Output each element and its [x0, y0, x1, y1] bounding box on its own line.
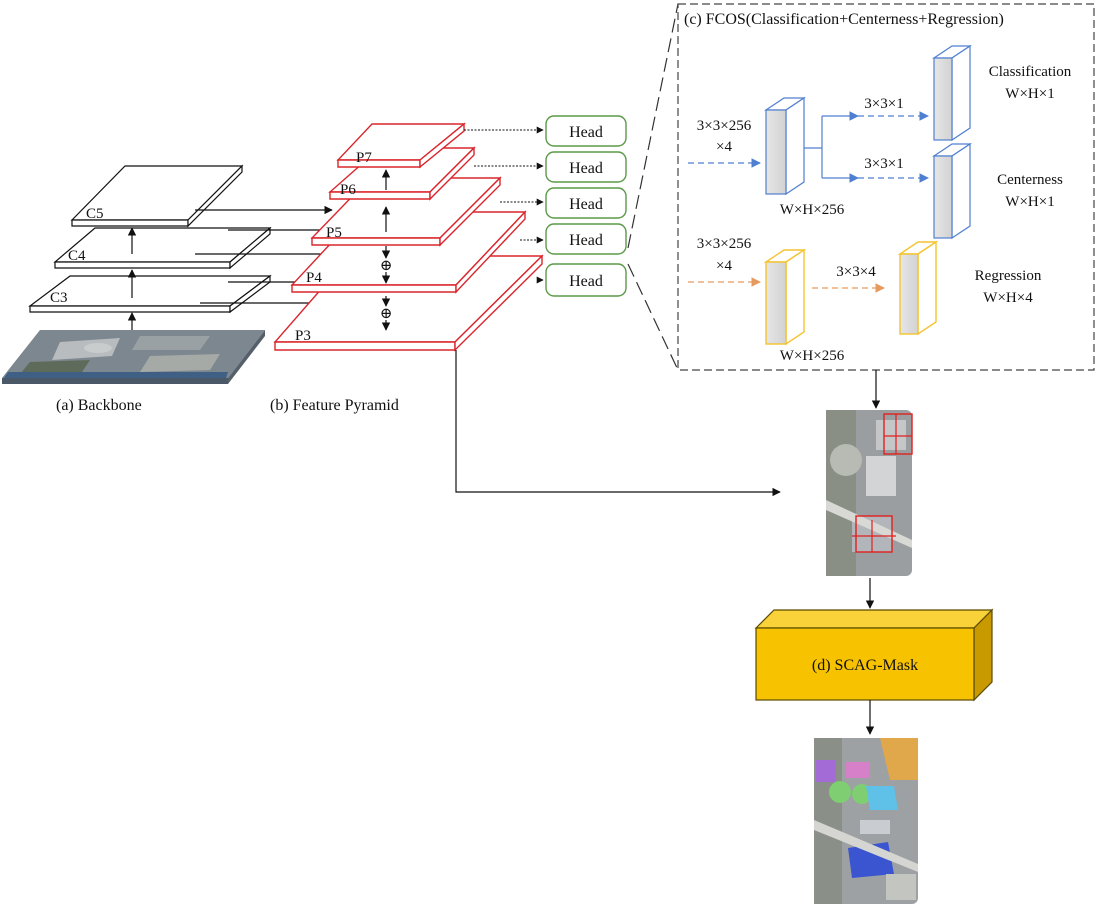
regression-dim: W×H×4	[983, 290, 1033, 306]
arrow-p3-to-detection	[455, 350, 781, 497]
heads: Head Head Head Head Head	[545, 115, 627, 297]
head-box-p7: Head	[545, 115, 627, 147]
svg-text:Head: Head	[569, 232, 603, 249]
p7-label: P7	[356, 150, 372, 166]
centerness-cube	[932, 142, 972, 240]
centerness-dim: W×H×1	[1005, 194, 1054, 210]
classification-name: Classification	[989, 64, 1072, 80]
centerness-name: Centerness	[997, 172, 1063, 188]
svg-text:Head: Head	[569, 273, 603, 290]
regression-name: Regression	[975, 268, 1042, 284]
backbone-layer-c5: C5	[70, 164, 244, 228]
svg-text:Head: Head	[569, 196, 603, 213]
backbone-caption: (a) Backbone	[56, 397, 142, 414]
branch-lines	[804, 111, 929, 183]
classification-dim: W×H×1	[1005, 86, 1054, 102]
detection-result-image	[826, 410, 913, 576]
p4-label: P4	[306, 270, 322, 286]
feature-top-dim: W×H×256	[780, 202, 845, 218]
merge-symbol-p3: ⊕	[380, 306, 393, 322]
conv-ctr-label: 3×3×1	[864, 156, 903, 172]
head-box-p5: Head	[545, 187, 627, 219]
backbone-layer-c4: C4	[53, 226, 272, 270]
pyramid-to-head-connections	[464, 126, 544, 284]
fcos-input-top-line1: 3×3×256	[697, 118, 752, 134]
svg-text:Head: Head	[569, 160, 603, 177]
classification-cube	[932, 44, 972, 142]
pyramid-level-p6: P6	[328, 146, 476, 201]
fcos-input-bottom-line2: ×4	[716, 258, 732, 274]
input-aerial-image	[2, 330, 265, 384]
conv-cls-label: 3×3×1	[864, 96, 903, 112]
c3-label: C3	[50, 290, 68, 306]
conv-reg-label: 3×3×4	[836, 264, 876, 280]
pyramid-level-p7: P7	[336, 122, 466, 169]
fcos-title: (c) FCOS(Classification+Centerness+Regre…	[684, 11, 1004, 28]
p5-label: P5	[326, 225, 342, 241]
fcos-panel: (c) FCOS(Classification+Centerness+Regre…	[677, 3, 1095, 371]
zoom-lines	[627, 3, 679, 371]
fcos-input-top-line2: ×4	[716, 139, 732, 155]
backbone: C3 C4 C5 (a) Backbone	[2, 164, 272, 414]
feature-pyramid: P3 P4 P5 P6 P7	[270, 122, 544, 414]
pyramid-caption: (b) Feature Pyramid	[270, 397, 399, 414]
head-box-p4: Head	[545, 223, 627, 255]
c5-label: C5	[86, 206, 104, 222]
p3-label: P3	[295, 328, 311, 344]
feature-cube-top	[764, 96, 806, 196]
fcos-input-bottom-line1: 3×3×256	[697, 236, 752, 252]
segmentation-result-image	[814, 738, 918, 904]
head-box-p3: Head	[545, 263, 627, 297]
scag-mask-block: (d) SCAG-Mask	[754, 608, 994, 702]
p6-label: P6	[340, 182, 356, 198]
feature-cube-bottom	[763, 248, 807, 346]
merge-symbol-p4: ⊕	[380, 258, 393, 274]
scag-mask-label: (d) SCAG-Mask	[812, 657, 918, 674]
head-box-p6: Head	[545, 151, 627, 183]
svg-text:Head: Head	[569, 124, 603, 141]
regression-cube	[897, 240, 939, 336]
c4-label: C4	[68, 248, 86, 264]
feature-bottom-dim: W×H×256	[780, 348, 845, 364]
